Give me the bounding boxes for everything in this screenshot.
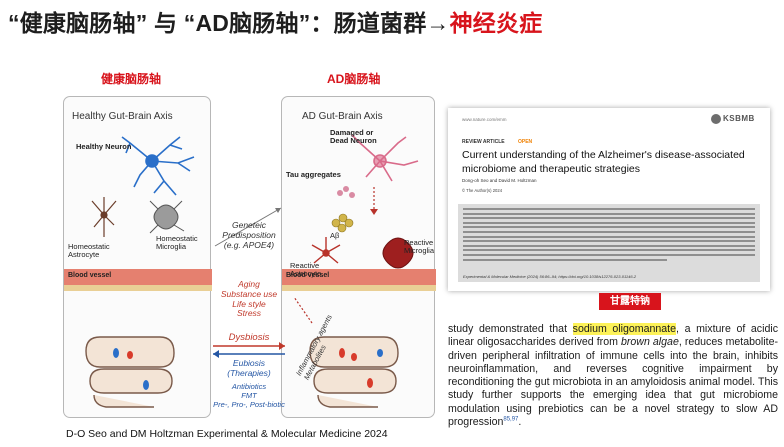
healthy-axis-panel: Healthy Gut-Brain Axis xyxy=(63,96,212,418)
amyloid-beta-icon xyxy=(331,213,354,233)
risk-factors-label: Aging Substance use Life style Stress xyxy=(220,279,278,319)
bacteria-icon xyxy=(113,348,149,390)
article-abstract: Experimental & Molecular Medicine (2024)… xyxy=(458,204,760,282)
blood-vessel-label-right: Blood vessel xyxy=(286,272,330,279)
article-preview: www.nature.com/emm KSBMB REVIEW ARTICLE … xyxy=(448,108,770,291)
slide-title-highlight: 神经炎症 xyxy=(449,10,543,36)
eubiosis-label: Eubiosis (Therapies) xyxy=(227,358,271,379)
ksbmb-logo-icon xyxy=(711,114,721,124)
left-panel-title-en: Healthy Gut-Brain Axis xyxy=(72,111,173,122)
article-title: Current understanding of the Alzheimer's… xyxy=(462,149,745,175)
dysbiosis-label: Dysbiosis xyxy=(228,332,270,343)
abeta-label: Aβ xyxy=(330,231,340,240)
article-copyright: © The Author(s) 2024 xyxy=(462,188,503,193)
homeostatic-microglia-label: Homeostatic Microglia xyxy=(156,234,198,252)
gut-brain-axis-figure: 健康脑肠轴 AD脑肠轴 Healthy Gut-Brain Axis xyxy=(63,70,436,420)
article-excerpt: study demonstrated that sodium oligomann… xyxy=(448,323,778,429)
right-panel-title-zh: AD脑肠轴 xyxy=(327,72,381,86)
open-access-badge: OPEN xyxy=(518,139,533,145)
healthy-intestine-icon xyxy=(85,336,175,408)
tau-aggregates-label: Tau aggregates xyxy=(286,170,341,179)
excerpt-end: . xyxy=(518,416,522,429)
reactive-astrocyte-icon xyxy=(311,237,341,264)
blood-vessel-right xyxy=(282,269,436,285)
center-arrows xyxy=(213,207,285,358)
article-authors: Dong-oh Seo and David M. Holtzman xyxy=(462,178,537,183)
journal-logo-text: KSBMB xyxy=(723,114,755,124)
drug-name-tag: 甘露特钠 xyxy=(599,293,661,310)
therapies-label: Antibiotics FMT Pre-, Pro-, Post-biotic xyxy=(213,382,285,409)
healthy-neuron-label: Healthy Neuron xyxy=(76,142,132,151)
excerpt-part-3: , reduces metabolite-driven peripheral i… xyxy=(448,336,778,429)
excerpt-italic: brown algae xyxy=(621,336,679,349)
ad-axis-illustration xyxy=(282,134,436,408)
tau-aggregates-icon xyxy=(337,186,355,198)
figure-citation: D-O Seo and DM Holtzman Experimental & M… xyxy=(66,428,388,440)
genetic-predisposition-label: Geneteic Predisposition (e.g. APOE4) xyxy=(222,220,276,251)
reactive-microglia-label: Reactive Microglia xyxy=(404,238,435,256)
article-journal-citation: Experimental & Molecular Medicine (2024)… xyxy=(463,274,637,279)
journal-url: www.nature.com/emm xyxy=(462,117,507,122)
healthy-axis-illustration xyxy=(64,136,212,408)
ad-intestine-icon xyxy=(309,336,399,408)
left-panel-title-zh: 健康脑肠轴 xyxy=(101,72,162,86)
excerpt-part-1: study demonstrated that xyxy=(448,323,573,335)
article-type: REVIEW ARTICLE xyxy=(462,139,505,145)
excerpt-highlight: sodium oligomannate xyxy=(572,323,677,335)
damaged-neuron-icon xyxy=(351,134,419,182)
damaged-neuron-label: Damaged or Dead Neuron xyxy=(330,128,377,146)
reactive-astrocyte-label: Reactive Astrocyte xyxy=(290,261,322,279)
reactive-microglia-icon xyxy=(382,237,414,269)
slide-title-main: “健康脑肠轴” 与 “AD脑肠轴”：肠道菌群 xyxy=(8,10,427,36)
blood-vessel-label: Blood vessel xyxy=(68,272,112,279)
right-panel-title-en: AD Gut-Brain Axis xyxy=(302,111,383,122)
slide-title: “健康脑肠轴” 与 “AD脑肠轴”：肠道菌群→神经炎症 xyxy=(8,4,542,38)
healthy-neuron-icon xyxy=(121,136,195,196)
homeostatic-astrocyte-label: Homeostatic Astrocyte xyxy=(68,242,110,260)
right-arrow-icon: → xyxy=(426,10,450,36)
journal-logo: KSBMB xyxy=(711,114,755,124)
ad-axis-panel: AD Gut-Brain Axis xyxy=(281,96,436,418)
excerpt-part-2: , a mixture of acidic linear oligosaccha… xyxy=(448,323,778,349)
homeostatic-astrocyte-icon xyxy=(91,197,117,237)
excerpt-references[interactable]: 85,97 xyxy=(503,416,519,423)
homeostatic-microglia-icon xyxy=(149,200,185,234)
blood-vessel-left xyxy=(64,269,212,285)
